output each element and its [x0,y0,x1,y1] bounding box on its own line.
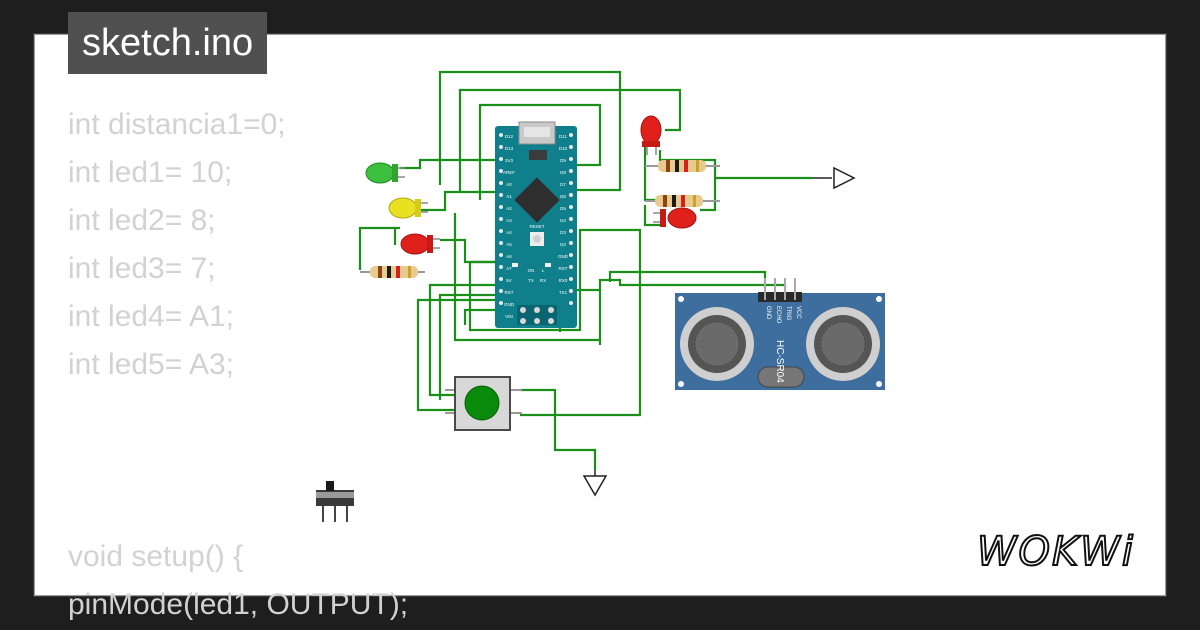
sensor-pin-trig: TRIG [785,306,791,321]
code-line-11: pinMode(led1, OUTPUT); [68,588,409,621]
pin-label-d13: D13 [505,146,514,151]
pin-label-a3: A3 [506,218,512,223]
pin-label-rst-left: RST [505,290,514,295]
pin-label-5v: 5V [506,278,512,283]
pin-label-vin: VIN [505,314,513,319]
code-line-3: int led2= 8; [68,204,216,237]
pin-label-d5: D5 [560,206,566,211]
sensor-pin-echo: ECHO [775,306,781,324]
board-reset-label: RESET [529,224,544,229]
hc-sr04-sensor: VCC TRIG ECHO GND HC-SR04 [675,278,885,390]
pin-label-d4: D4 [560,218,566,223]
resistor-top-right [645,160,720,172]
led-red-bottom-right [653,207,697,229]
code-line-6: int led5= A3; [68,348,234,381]
pin-label-d8: D8 [560,170,566,175]
pin-label-d11: D11 [559,134,567,139]
sensor-pin-vcc: VCC [795,306,801,319]
led-yellow [388,197,428,219]
pin-label-a7: A7 [506,266,512,271]
pin-label-rst-right: RST [559,266,568,271]
code-line-4: int led3= 7; [68,252,216,285]
wires [358,70,812,470]
code-line-10: void setup() { [68,540,244,573]
wokwi-logo: WOKWi [976,528,1135,575]
code-line-5: int led4= A1; [68,300,234,333]
sensor-model-label: HC-SR04 [774,340,785,383]
pin-label-gnd-left: GND [504,302,515,307]
pin-label-a1: A1 [506,194,512,199]
pin-label-d10: D10 [559,146,568,151]
pin-label-d9: D9 [560,158,566,163]
pin-label-d3: D3 [560,230,566,235]
pin-label-a0: A0 [506,182,512,187]
pushbutton[interactable] [445,376,522,431]
board-rx-label: RX [540,278,546,283]
pin-label-tx1: TX1 [559,290,568,295]
sensor-pin-gnd: GND [765,306,771,320]
pin-label-aref: AREF [503,170,515,175]
board-l-label: L [542,268,545,273]
slide-switch[interactable] [316,481,354,522]
resistor-bottom-right [645,195,720,207]
pin-label-d2: D2 [560,242,566,247]
led-green [365,162,405,184]
led-red-left [400,233,440,255]
pin-label-gnd-right: GND [558,254,569,259]
pin-label-a2: A2 [506,206,512,211]
ground-symbol-right [812,166,856,190]
board-tx-label: TX [528,278,534,283]
pin-label-a4: A4 [506,230,512,235]
pin-label-3v3: 3V3 [505,158,514,163]
led-red-top-right [640,115,662,155]
wokwi-logo-text: WOKWi [977,529,1135,575]
code-line-1: int distancia1=0; [68,108,286,141]
pin-label-d6: D6 [560,194,566,199]
pin-label-rx0: RX0 [559,278,568,283]
resistor-left [360,266,425,278]
file-tab[interactable]: sketch.ino [68,12,268,74]
code-line-2: int led1= 10; [68,156,233,189]
pin-label-d7: D7 [560,182,566,187]
board-on-label: ON [528,268,535,273]
pin-label-a5: A5 [506,242,512,247]
arduino-nano-board: D12 D13 3V3 AREF A0 A1 A2 A3 A4 A5 A6 A7… [495,121,577,328]
pin-label-a6: A6 [506,254,512,259]
ground-symbol-bottom [582,470,608,497]
pin-label-d12: D12 [505,134,514,139]
